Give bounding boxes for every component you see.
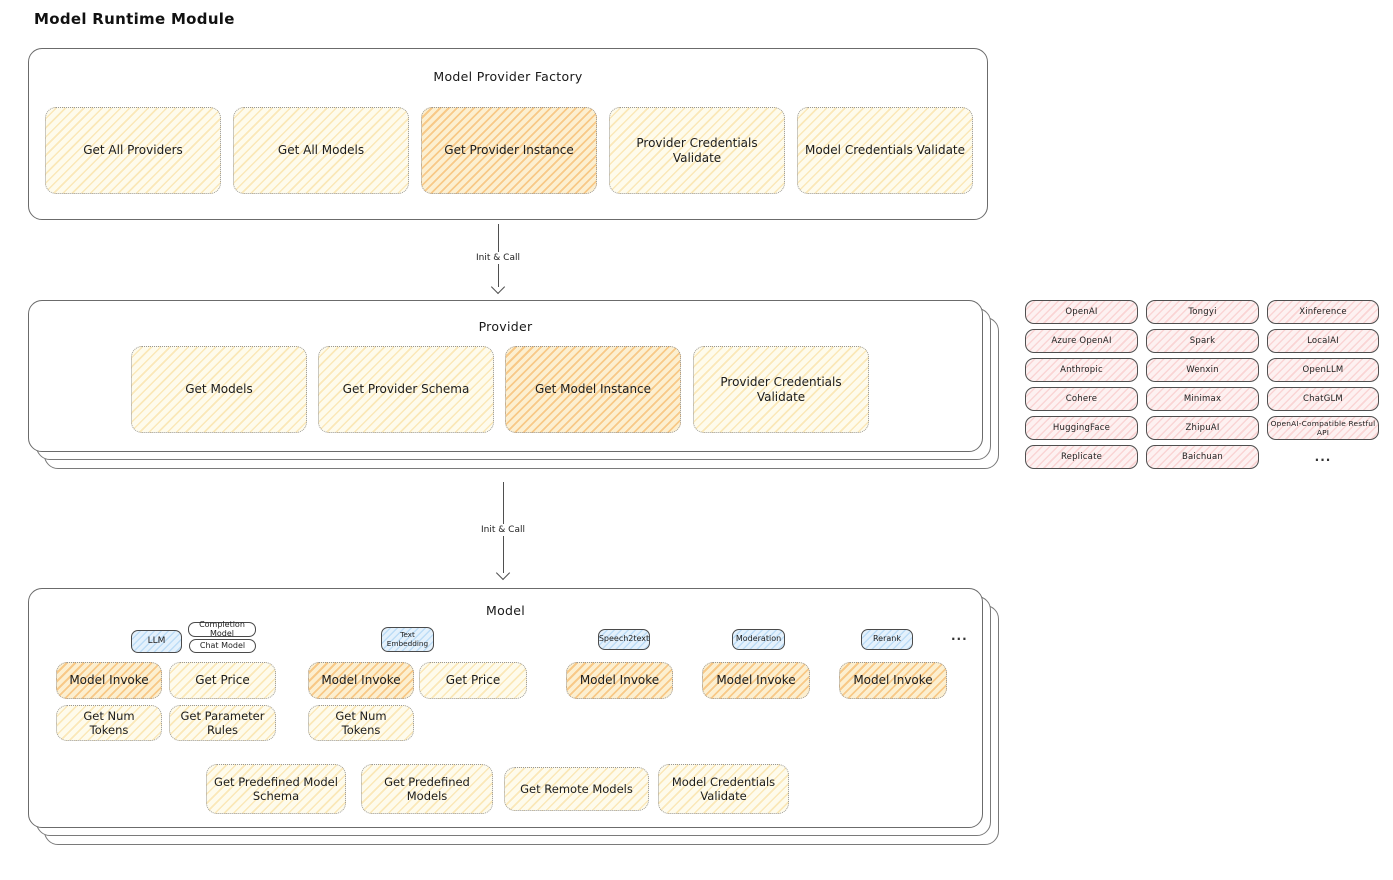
arrow-down-icon: [490, 279, 506, 295]
provider-chip-openai[interactable]: OpenAI: [1025, 300, 1138, 324]
provider-chip-cohere[interactable]: Cohere: [1025, 387, 1138, 411]
tag-text-embedding[interactable]: Text Embedding: [381, 627, 434, 652]
provider-chip-openai-compatible-restful-api[interactable]: OpenAI-Compatible Restful API: [1267, 416, 1379, 440]
model-op-model-credentials-validate[interactable]: Model Credentials Validate: [658, 764, 789, 814]
provider-op-get-models[interactable]: Get Models: [131, 346, 307, 433]
tag-speech2text[interactable]: Speech2text: [598, 629, 650, 650]
provider-chip-baichuan[interactable]: Baichuan: [1146, 445, 1259, 469]
diagram-title: Model Runtime Module: [34, 10, 235, 28]
tag-completion-model[interactable]: Completion Model: [188, 620, 256, 637]
llm-op-get-price[interactable]: Get Price: [169, 662, 276, 699]
provider-chip-wenxin[interactable]: Wenxin: [1146, 358, 1259, 382]
provider-chip-minimax[interactable]: Minimax: [1146, 387, 1259, 411]
factory-op-model-credentials-validate[interactable]: Model Credentials Validate: [797, 107, 973, 194]
provider-panel-wrap: Provider Get Models Get Provider Schema …: [28, 300, 999, 469]
providers-more-ellipsis: ...: [1314, 450, 1332, 464]
provider-chip-replicate[interactable]: Replicate: [1025, 445, 1138, 469]
factory-op-get-all-models[interactable]: Get All Models: [233, 107, 409, 194]
provider-chip-huggingface[interactable]: HuggingFace: [1025, 416, 1138, 440]
provider-chip-spark[interactable]: Spark: [1146, 329, 1259, 353]
model-op-get-predefined-models[interactable]: Get Predefined Models: [361, 764, 493, 814]
moderation-op-model-invoke[interactable]: Model Invoke: [702, 662, 810, 699]
provider-op-get-provider-schema[interactable]: Get Provider Schema: [318, 346, 494, 433]
provider-panel[interactable]: Provider Get Models Get Provider Schema …: [28, 300, 983, 452]
factory-op-get-provider-instance[interactable]: Get Provider Instance: [421, 107, 597, 194]
provider-chip-anthropic[interactable]: Anthropic: [1025, 358, 1138, 382]
provider-panel-label: Provider: [478, 319, 533, 334]
arrow-down-icon: [495, 565, 511, 581]
provider-list-grid: OpenAI Tongyi Xinference Azure OpenAI Sp…: [1025, 300, 1379, 469]
text-embedding-op-get-price[interactable]: Get Price: [419, 662, 527, 699]
text-embedding-op-model-invoke[interactable]: Model Invoke: [308, 662, 414, 699]
tag-rerank[interactable]: Rerank: [861, 629, 913, 650]
llm-op-get-num-tokens[interactable]: Get Num Tokens: [56, 705, 162, 741]
factory-op-get-all-providers[interactable]: Get All Providers: [45, 107, 221, 194]
arrow-label: Init & Call: [476, 524, 530, 536]
factory-panel[interactable]: Model Provider Factory Get All Providers…: [28, 48, 988, 220]
provider-chip-localai[interactable]: LocalAI: [1267, 329, 1379, 353]
text-embedding-op-get-num-tokens[interactable]: Get Num Tokens: [308, 705, 414, 741]
provider-chip-azure-openai[interactable]: Azure OpenAI: [1025, 329, 1138, 353]
model-panel-label: Model: [485, 603, 526, 618]
provider-op-provider-credentials-validate[interactable]: Provider Credentials Validate: [693, 346, 869, 433]
provider-chip-zhipuai[interactable]: ZhipuAI: [1146, 416, 1259, 440]
factory-panel-label: Model Provider Factory: [433, 69, 583, 84]
factory-panel-wrap: Model Provider Factory Get All Providers…: [28, 48, 988, 220]
arrow-label: Init & Call: [471, 252, 525, 264]
provider-chip-xinference[interactable]: Xinference: [1267, 300, 1379, 324]
provider-op-get-model-instance[interactable]: Get Model Instance: [505, 346, 681, 433]
factory-op-provider-credentials-validate[interactable]: Provider Credentials Validate: [609, 107, 785, 194]
model-op-get-predefined-model-schema[interactable]: Get Predefined Model Schema: [206, 764, 346, 814]
model-op-get-remote-models[interactable]: Get Remote Models: [504, 767, 649, 811]
llm-op-model-invoke[interactable]: Model Invoke: [56, 662, 162, 699]
provider-chip-chatglm[interactable]: ChatGLM: [1267, 387, 1379, 411]
speech2text-op-model-invoke[interactable]: Model Invoke: [566, 662, 673, 699]
tag-llm[interactable]: LLM: [131, 630, 182, 653]
model-panel[interactable]: Model LLM Completion Model Chat Model Te…: [28, 588, 983, 828]
model-types-more-ellipsis: ...: [951, 629, 968, 643]
model-panel-wrap: Model LLM Completion Model Chat Model Te…: [28, 588, 999, 845]
llm-op-get-parameter-rules[interactable]: Get Parameter Rules: [169, 705, 276, 741]
provider-chip-tongyi[interactable]: Tongyi: [1146, 300, 1259, 324]
tag-chat-model[interactable]: Chat Model: [189, 639, 256, 653]
provider-chip-openllm[interactable]: OpenLLM: [1267, 358, 1379, 382]
rerank-op-model-invoke[interactable]: Model Invoke: [839, 662, 947, 699]
tag-moderation[interactable]: Moderation: [732, 629, 785, 650]
